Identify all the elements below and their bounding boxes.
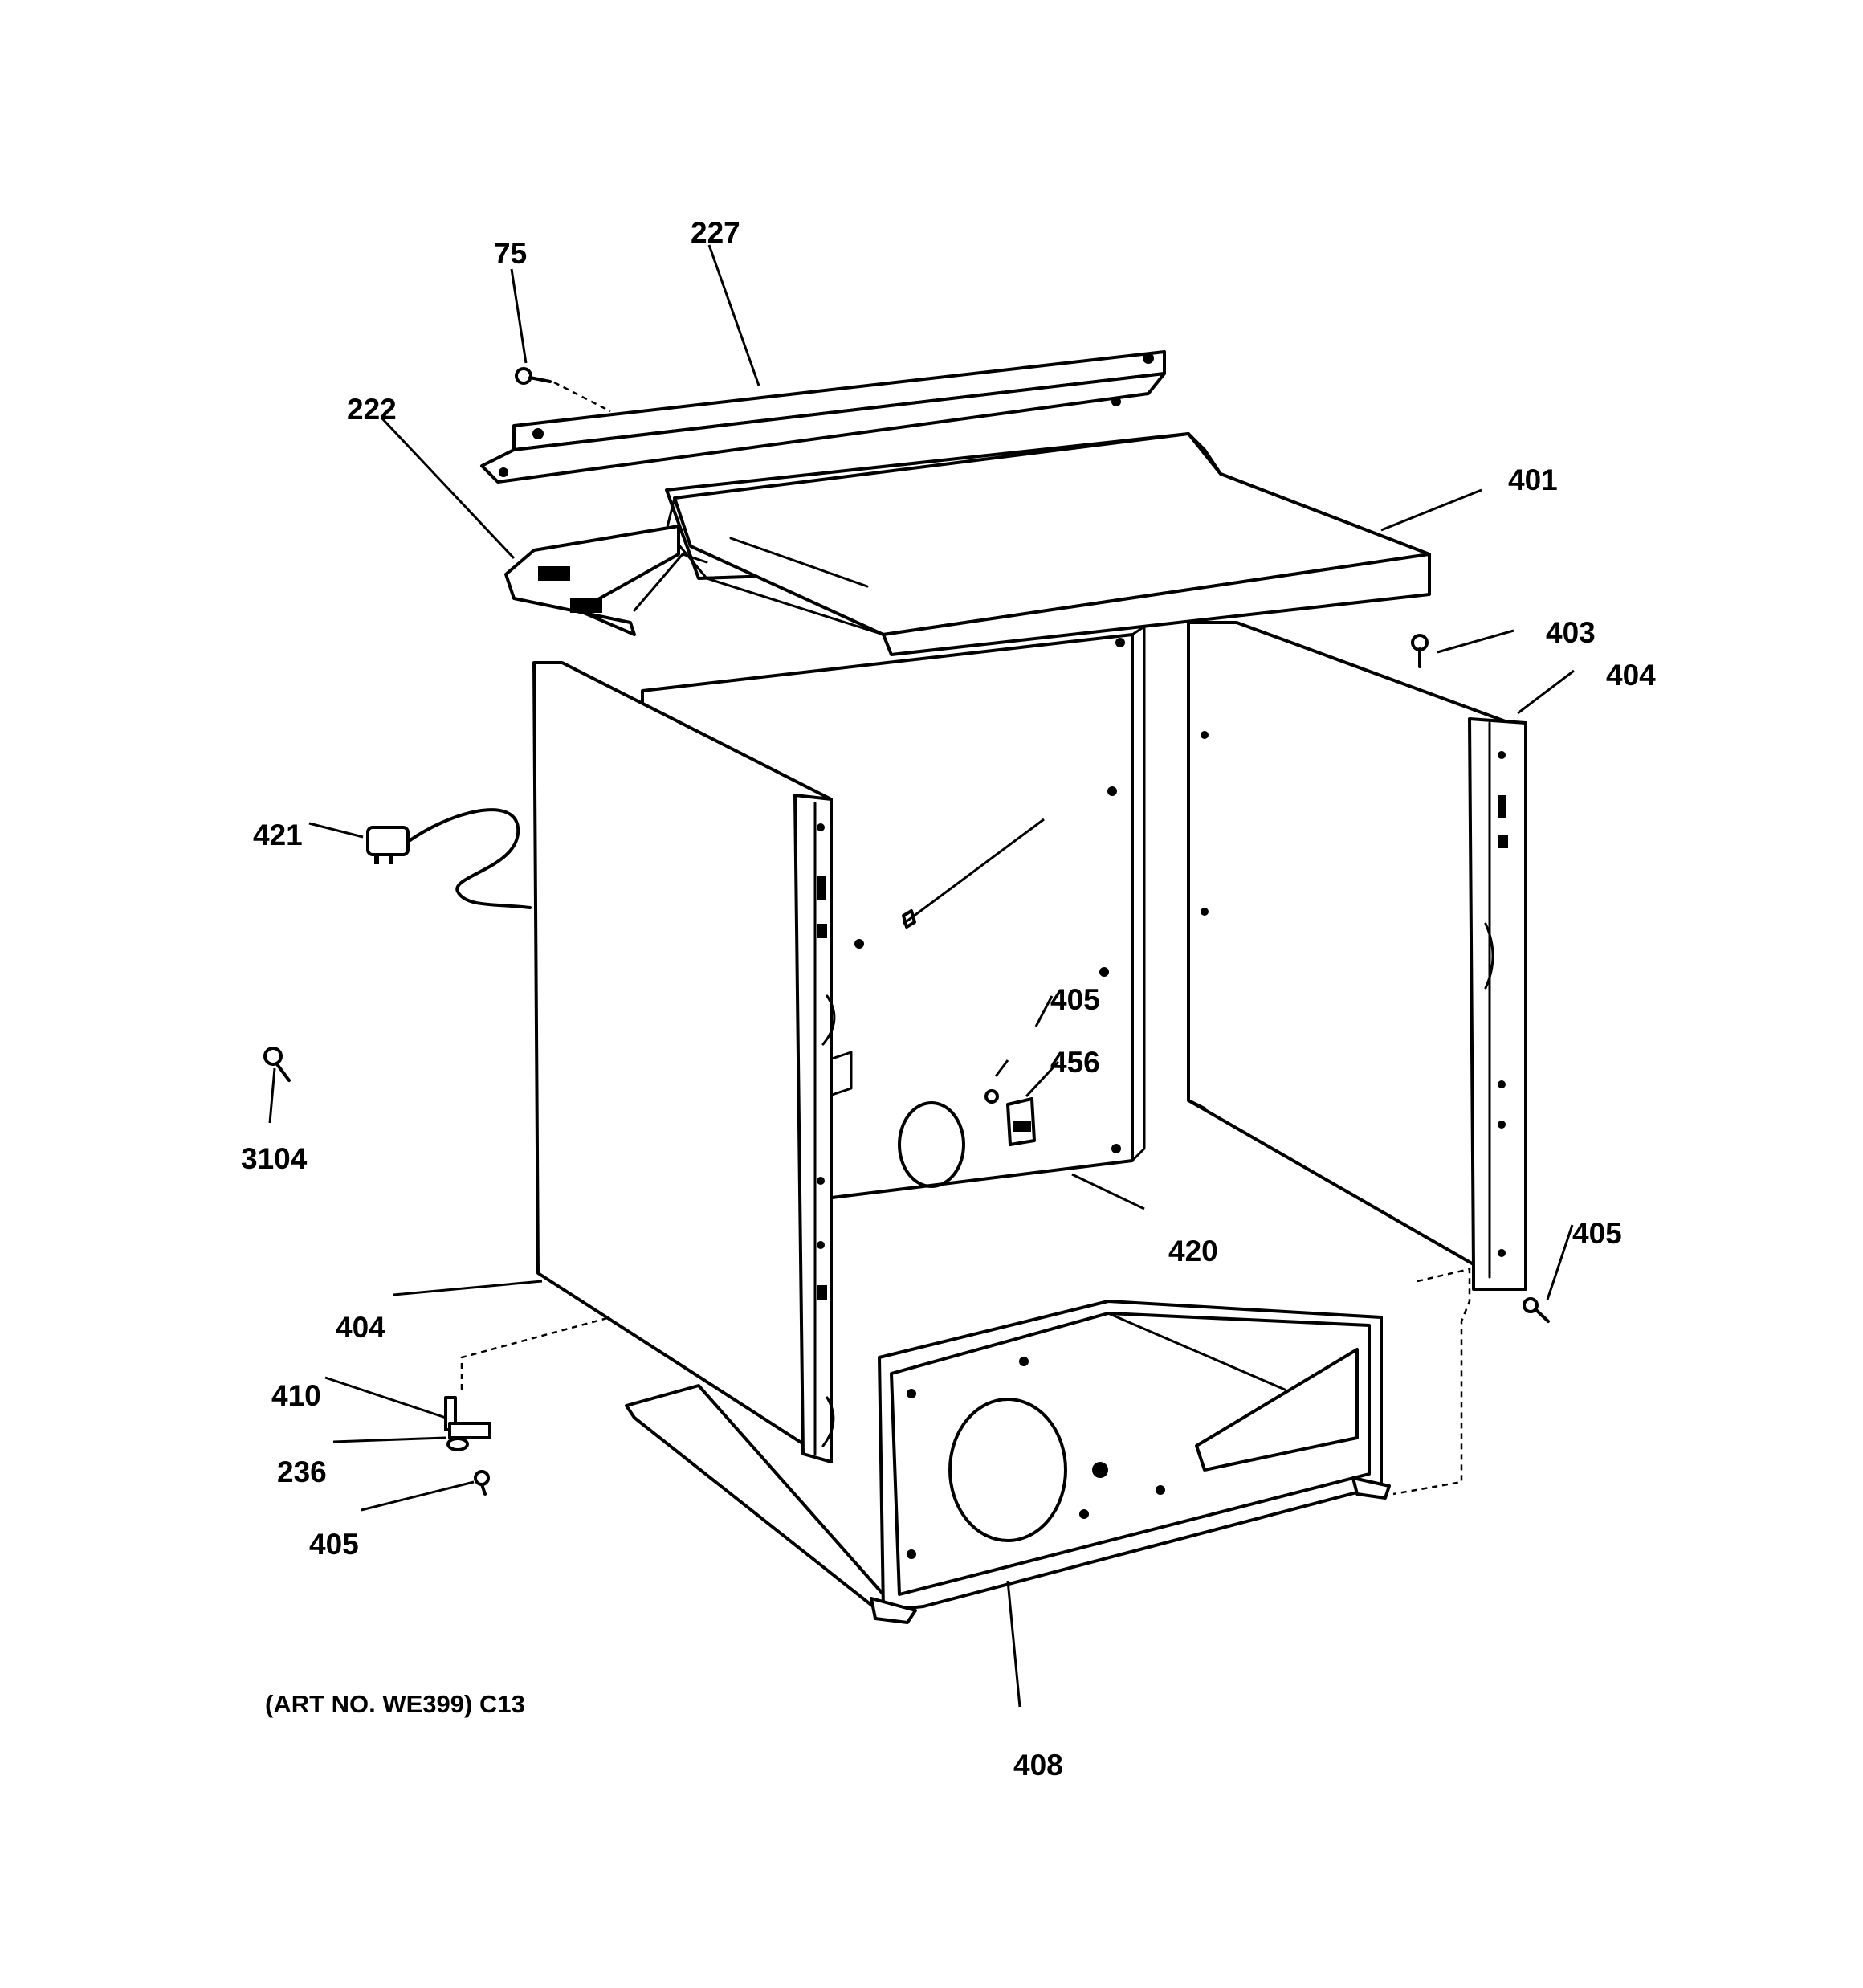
washer-236 xyxy=(446,1437,469,1451)
screw-405-center xyxy=(984,1089,999,1104)
screw-403 xyxy=(1411,634,1429,668)
callout-410: 410 xyxy=(271,1379,321,1412)
callout-404-left: 404 xyxy=(336,1311,385,1344)
power-cord-421 xyxy=(366,808,532,909)
callout-456: 456 xyxy=(1050,1046,1100,1079)
callout-75: 75 xyxy=(494,237,527,270)
right-side-panel-404 xyxy=(1187,621,1527,1291)
leveling-leg-410 xyxy=(444,1396,491,1439)
callout-408: 408 xyxy=(1013,1749,1063,1782)
alignment-lines xyxy=(460,1268,1471,1496)
callout-405-center: 405 xyxy=(1050,983,1100,1016)
art-number-label: (ART NO. WE399) C13 xyxy=(265,1690,525,1718)
callout-405-left: 405 xyxy=(309,1528,359,1561)
callout-404-right: 404 xyxy=(1606,659,1656,692)
screw-3104 xyxy=(263,1047,291,1082)
callout-403: 403 xyxy=(1546,616,1596,649)
top-cover-401 xyxy=(665,432,1431,656)
leader-lines xyxy=(268,244,1575,1708)
callout-421: 421 xyxy=(253,818,303,851)
callout-222: 222 xyxy=(347,393,397,426)
base-408 xyxy=(625,1300,1391,1624)
callout-236: 236 xyxy=(277,1455,327,1488)
screw-405-right xyxy=(1523,1297,1550,1323)
callout-labels: 75 227 222 401 403 404 421 405 456 3104 … xyxy=(241,216,1656,1782)
left-side-panel-404 xyxy=(532,661,836,1463)
callout-420: 420 xyxy=(1168,1235,1218,1268)
callout-227: 227 xyxy=(691,216,740,249)
clip-456 xyxy=(1006,1097,1036,1146)
callout-3104: 3104 xyxy=(241,1142,308,1175)
callout-401: 401 xyxy=(1508,463,1558,496)
screw-75 xyxy=(515,367,611,413)
top-rail-227 xyxy=(480,350,1166,484)
bracket-222 xyxy=(504,525,708,636)
screw-405-left xyxy=(474,1470,490,1496)
callout-405-right: 405 xyxy=(1572,1217,1622,1250)
